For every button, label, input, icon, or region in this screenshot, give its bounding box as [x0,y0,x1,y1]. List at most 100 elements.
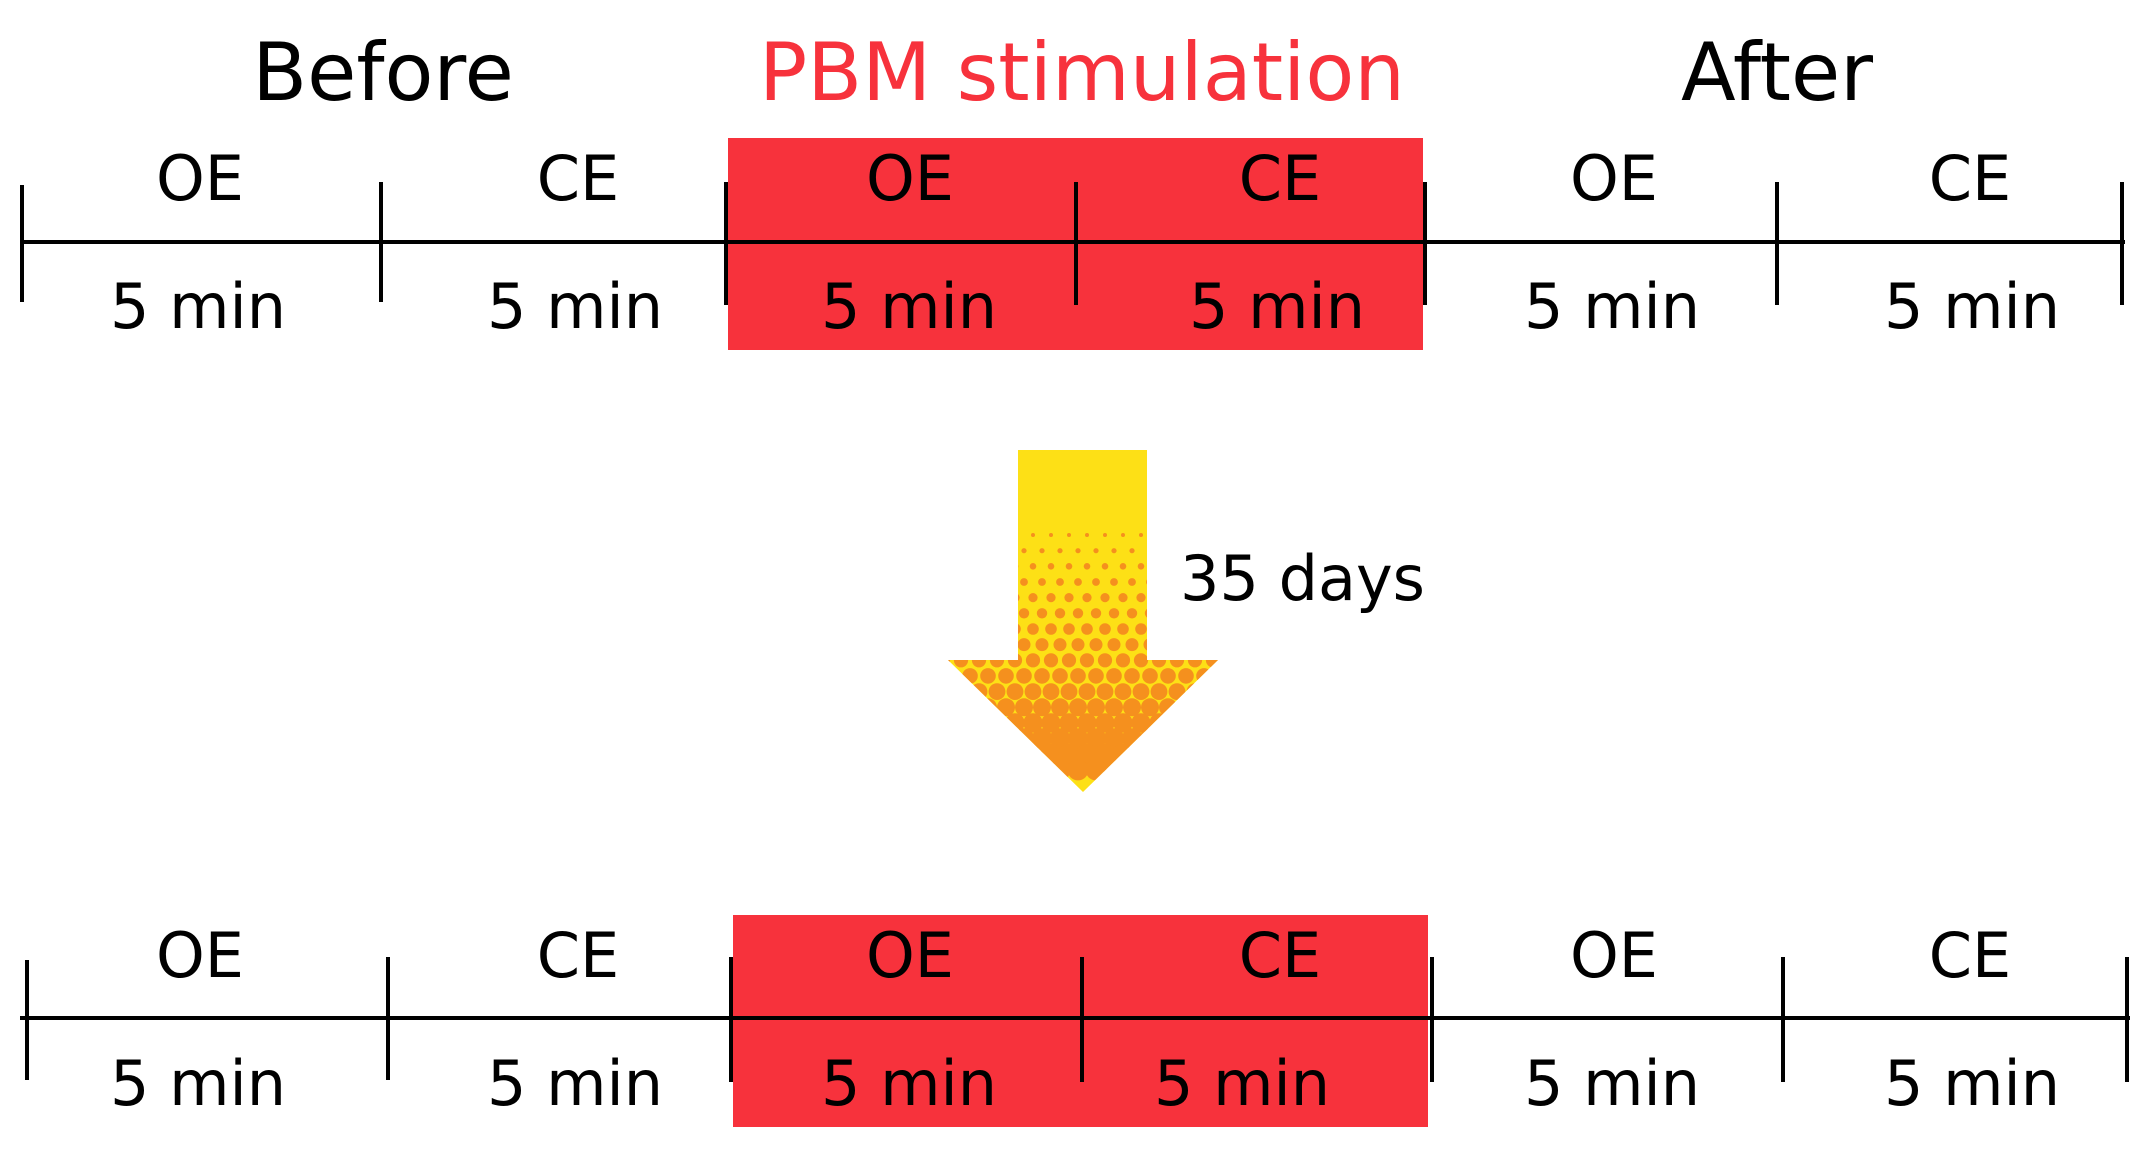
halftone-dot [1101,563,1109,570]
halftone-dot [948,683,952,700]
halftone-dot [1167,713,1187,733]
halftone-dot [1036,608,1048,619]
segment-duration: 5 min [1884,1047,2060,1120]
halftone-dot [1146,578,1154,586]
halftone-dot [963,638,977,652]
halftone-dot [966,578,974,586]
halftone-dot [1049,759,1071,781]
halftone-dot [948,668,960,684]
halftone-dot [975,563,983,570]
halftone-dot [1121,533,1125,537]
halftone-dot [1179,638,1193,652]
halftone-dot [1082,593,1092,603]
halftone-dot [969,713,989,733]
halftone-dot [1002,578,1010,586]
halftone-dot [1092,578,1100,586]
halftone-dot [1132,683,1150,700]
halftone-dot [1000,608,1012,619]
halftone-dot [1038,578,1046,586]
halftone-dot [981,638,995,652]
halftone-dot [1107,638,1121,652]
halftone-dot [1067,759,1089,781]
segment-duration: 5 min [1154,1047,1330,1120]
halftone-dot [1042,683,1060,700]
halftone-dot [1197,638,1211,652]
halftone-dot [1087,698,1105,717]
halftone-dot [988,683,1006,700]
halftone-dot [1162,608,1174,619]
halftone-dot [1103,759,1125,781]
segment-label: OE [1570,142,1658,215]
halftone-dot [1046,593,1056,603]
halftone-dot [1189,623,1201,635]
segment-duration: 5 min [1524,1047,1700,1120]
halftone-dot [1077,713,1097,733]
halftone-dot [970,683,988,700]
halftone-dot [1064,593,1074,603]
halftone-dot [1013,533,1017,537]
segment-duration: 5 min [1524,270,1700,343]
halftone-dot [1139,728,1161,749]
halftone-dot [1149,713,1169,733]
halftone-dot [948,623,949,635]
halftone-dot [957,563,965,570]
segment-duration: 5 min [487,270,663,343]
halftone-dot [1009,623,1021,635]
halftone-dot [1045,623,1057,635]
halftone-dot [948,728,963,749]
halftone-dot [992,593,1002,603]
halftone-dot [1112,743,1134,765]
halftone-dot [1168,683,1186,700]
halftone-dot [1011,563,1019,570]
halftone-dot [1017,638,1031,652]
halftone-dot [1071,638,1085,652]
halftone-dot [1020,578,1028,586]
halftone-dot [1205,653,1218,668]
halftone-dot [980,668,996,684]
halftone-dot [1022,743,1044,765]
halftone-dot [1106,668,1122,684]
halftone-dot [1023,713,1043,733]
down-arrow-icon [948,450,1218,792]
halftone-dot [953,653,969,668]
halftone-dot [1187,653,1203,668]
halftone-dot [1088,668,1104,684]
halftone-dot [1110,578,1118,586]
halftone-dot [977,759,999,781]
halftone-dot [998,668,1014,684]
halftone-dot [1081,623,1093,635]
halftone-dot [1186,683,1204,700]
halftone-dot [948,608,958,619]
halftone-dot [995,533,999,537]
interval-label: 35 days [1180,542,1425,615]
halftone-dot [979,698,997,717]
halftone-dot [1129,548,1135,554]
halftone-dot [948,653,951,668]
halftone-dot [1213,698,1218,717]
segment-duration: 5 min [821,270,997,343]
halftone-dot [959,728,981,749]
halftone-dot [962,668,978,684]
segment-label: OE [866,919,954,992]
halftone-dot [1185,713,1205,733]
halftone-dot [1007,653,1023,668]
halftone-dot [1160,668,1176,684]
halftone-dot [982,608,994,619]
halftone-dot [1117,623,1129,635]
halftone-dot [1079,653,1095,668]
halftone-dot [1103,728,1125,749]
halftone-dot [1142,668,1158,684]
halftone-dot [1076,743,1098,765]
halftone-dot [1093,548,1099,554]
halftone-dot [1041,713,1061,733]
halftone-dot [977,533,981,537]
halftone-dot [1203,713,1218,733]
halftone-dot [1105,698,1123,717]
halftone-dot [986,743,1008,765]
halftone-dot [1169,653,1185,668]
halftone-dot [1115,653,1131,668]
segment-label: OE [156,142,244,215]
halftone-dot [948,578,956,586]
halftone-dot [1144,608,1156,619]
halftone-dot [999,638,1013,652]
